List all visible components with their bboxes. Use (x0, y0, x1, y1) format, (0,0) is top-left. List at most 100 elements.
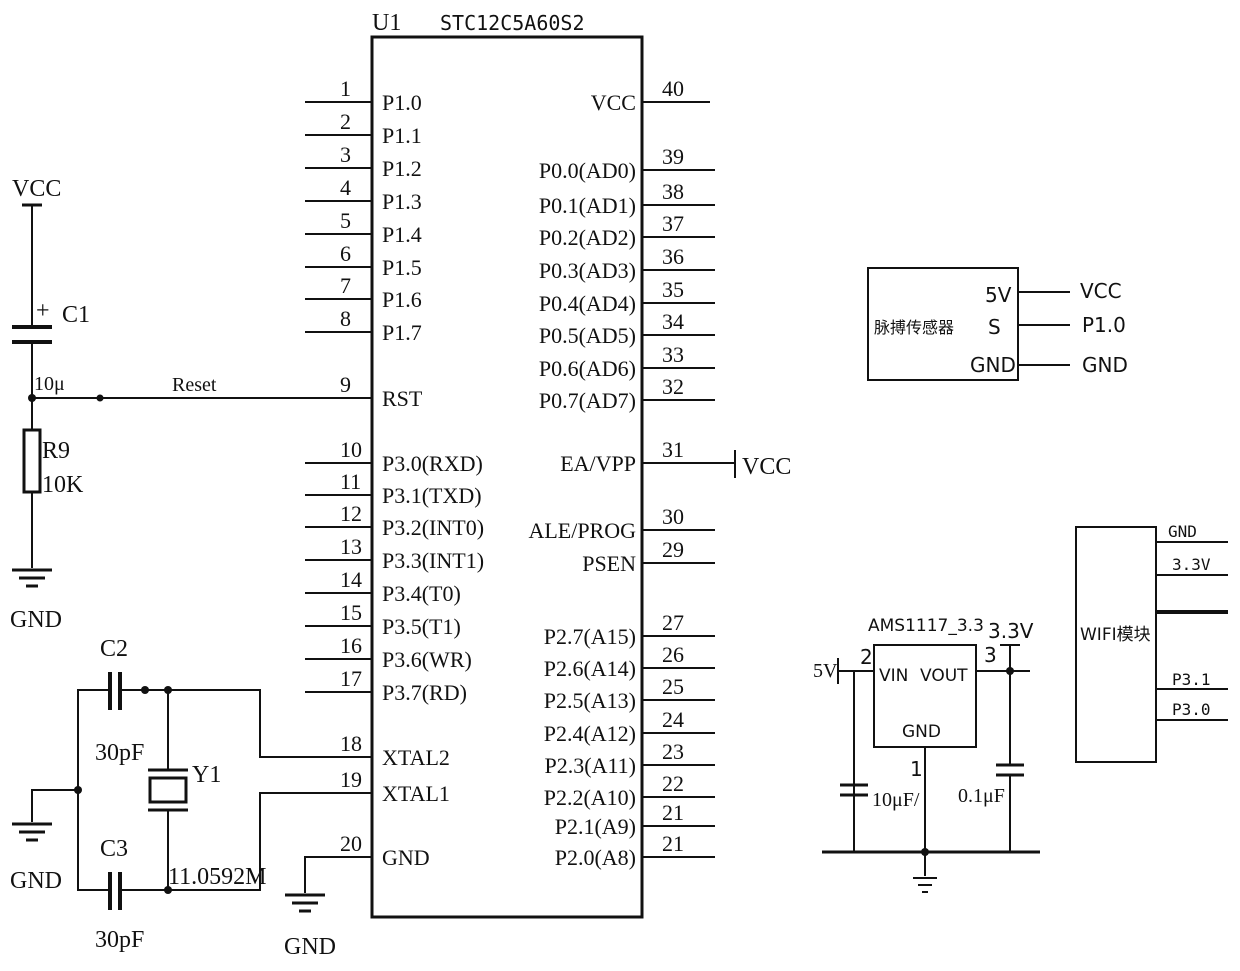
pin-name-left: P3.5(T1) (382, 614, 461, 639)
pin-number-left: 14 (340, 567, 362, 592)
pin-name-left: P1.5 (382, 255, 422, 280)
pin-number-left: 17 (340, 666, 362, 691)
y1-body (150, 778, 186, 802)
wifi-pin-p31: P3.1 (1172, 670, 1211, 689)
pin-name-right: P2.6(A14) (544, 656, 636, 681)
pin-number-right: 25 (662, 674, 684, 699)
pin20-gnd-wire (305, 857, 372, 893)
pin-number-left: 11 (340, 469, 361, 494)
pin-name-right: P0.6(AD6) (539, 356, 636, 381)
pin-name-right: VCC (591, 90, 636, 115)
pin-name-left: P1.2 (382, 156, 422, 181)
pin20-gnd-label: GND (284, 934, 336, 960)
reg-part: AMS1117_3.3 (868, 616, 984, 636)
pin-number-right: 23 (662, 739, 684, 764)
r9-ref: R9 (42, 438, 70, 464)
wifi-name: WIFI模块 (1080, 625, 1151, 645)
reset-net-dot (97, 395, 104, 402)
pin-number-left: 10 (340, 437, 362, 462)
sensor-net-p10: P1.0 (1082, 313, 1126, 337)
pin-number-left: 9 (340, 372, 351, 397)
pin-number-left: 16 (340, 633, 362, 658)
pin-number-right: 39 (662, 144, 684, 169)
c2-value: 30pF (95, 740, 144, 766)
pin-number-left: 20 (340, 831, 362, 856)
pin-name-left: P1.6 (382, 287, 422, 312)
pin-name-left: GND (382, 845, 430, 870)
mcu-left-pins: 1P1.02P1.13P1.24P1.35P1.46P1.57P1.68P1.7… (305, 76, 484, 870)
pin-number-left: 3 (340, 142, 351, 167)
pin-number-left: 6 (340, 241, 351, 266)
pin-name-right: P0.5(AD5) (539, 323, 636, 348)
pin-name-left: XTAL1 (382, 781, 450, 806)
reg-out-junction (1006, 667, 1014, 675)
mcu-right-pins: 40VCC39P0.0(AD0)38P0.1(AD1)37P0.2(AD2)36… (528, 76, 735, 870)
pulse-sensor: 脉搏传感器 5V S GND VCC P1.0 GND (868, 268, 1128, 380)
pin-number-left: 2 (340, 109, 351, 134)
pin-name-right: P0.3(AD3) (539, 258, 636, 283)
pin-number-left: 8 (340, 306, 351, 331)
pin-name-right: EA/VPP (560, 451, 636, 476)
y1-ref: Y1 (192, 762, 221, 788)
pin-number-right: 30 (662, 504, 684, 529)
pin-name-left: P1.4 (382, 222, 422, 247)
c3-ref: C3 (100, 836, 128, 862)
reg-out-net: 3.3V (988, 619, 1034, 643)
pin-name-right: P2.1(A9) (555, 814, 636, 839)
reset-gnd-label: GND (10, 607, 62, 633)
pin-name-right: P2.2(A10) (544, 785, 636, 810)
c3-value: 30pF (95, 927, 144, 953)
pin-name-right: PSEN (582, 551, 636, 576)
pin-name-left: P1.1 (382, 123, 422, 148)
pin-name-left: P3.1(TXD) (382, 483, 482, 508)
pin20-ground: GND (284, 857, 372, 960)
pin-number-left: 15 (340, 600, 362, 625)
pin-number-left: 18 (340, 731, 362, 756)
pin-name-left: P1.7 (382, 320, 422, 345)
pin-name-left: RST (382, 386, 423, 411)
pin-name-right: P2.4(A12) (544, 721, 636, 746)
pin-number-left: 19 (340, 767, 362, 792)
pin-number-right: 29 (662, 537, 684, 562)
regulator-circuit: AMS1117_3.3 VIN VOUT GND 5V 2 10μF/ 3 3.… (813, 616, 1040, 892)
mcu-part-number: STC12C5A60S2 (440, 11, 585, 35)
pin-number-right: 22 (662, 771, 684, 796)
pin-number-left: 4 (340, 175, 351, 200)
cout-value: 0.1μF (958, 785, 1005, 807)
pin-number-right: 34 (662, 309, 684, 334)
pin-name-right: P2.5(A13) (544, 688, 636, 713)
c1-ref: C1 (62, 302, 90, 328)
sensor-pin-5v: 5V (985, 283, 1012, 307)
wifi-module: WIFI模块 GND 3.3V P3.1 P3.0 (1076, 522, 1228, 762)
sensor-pin-gnd: GND (970, 353, 1016, 377)
pin-name-left: P1.3 (382, 189, 422, 214)
r9-body (24, 430, 40, 492)
pin-number-left: 12 (340, 501, 362, 526)
c1-plus: + (36, 298, 50, 324)
pin-number-right: 38 (662, 179, 684, 204)
pin-name-right: P2.7(A15) (544, 624, 636, 649)
pin-name-left: P3.2(INT0) (382, 515, 484, 540)
mcu-u1: U1 STC12C5A60S2 1P1.02P1.13P1.24P1.35P1.… (305, 10, 791, 917)
pin-number-left: 13 (340, 534, 362, 559)
pin-name-left: P3.3(INT1) (382, 548, 484, 573)
y1-value: 11.0592M (168, 864, 266, 890)
pin-number-right: 26 (662, 642, 684, 667)
pin-name-left: P3.4(T0) (382, 581, 461, 606)
xtal2-wire (120, 690, 372, 757)
sensor-net-vcc: VCC (1080, 279, 1122, 303)
reset-net-label: Reset (172, 374, 217, 396)
pin-name-left: P1.0 (382, 90, 422, 115)
mcu-ref: U1 (372, 10, 401, 36)
pin-name-right: P0.4(AD4) (539, 291, 636, 316)
pin-number-right: 40 (662, 76, 684, 101)
crystal-gnd-label: GND (10, 868, 62, 894)
reg-in-net: 5V (813, 660, 838, 682)
reg-vout: VOUT (920, 666, 968, 686)
pin-name-right: P0.2(AD2) (539, 225, 636, 250)
crystal-gnd-wire (32, 790, 78, 822)
pin-name-left: P3.0(RXD) (382, 451, 483, 476)
pin-name-right: ALE/PROG (528, 518, 636, 543)
wifi-pin-33v: 3.3V (1172, 555, 1211, 574)
pin-name-right: P2.0(A8) (555, 845, 636, 870)
